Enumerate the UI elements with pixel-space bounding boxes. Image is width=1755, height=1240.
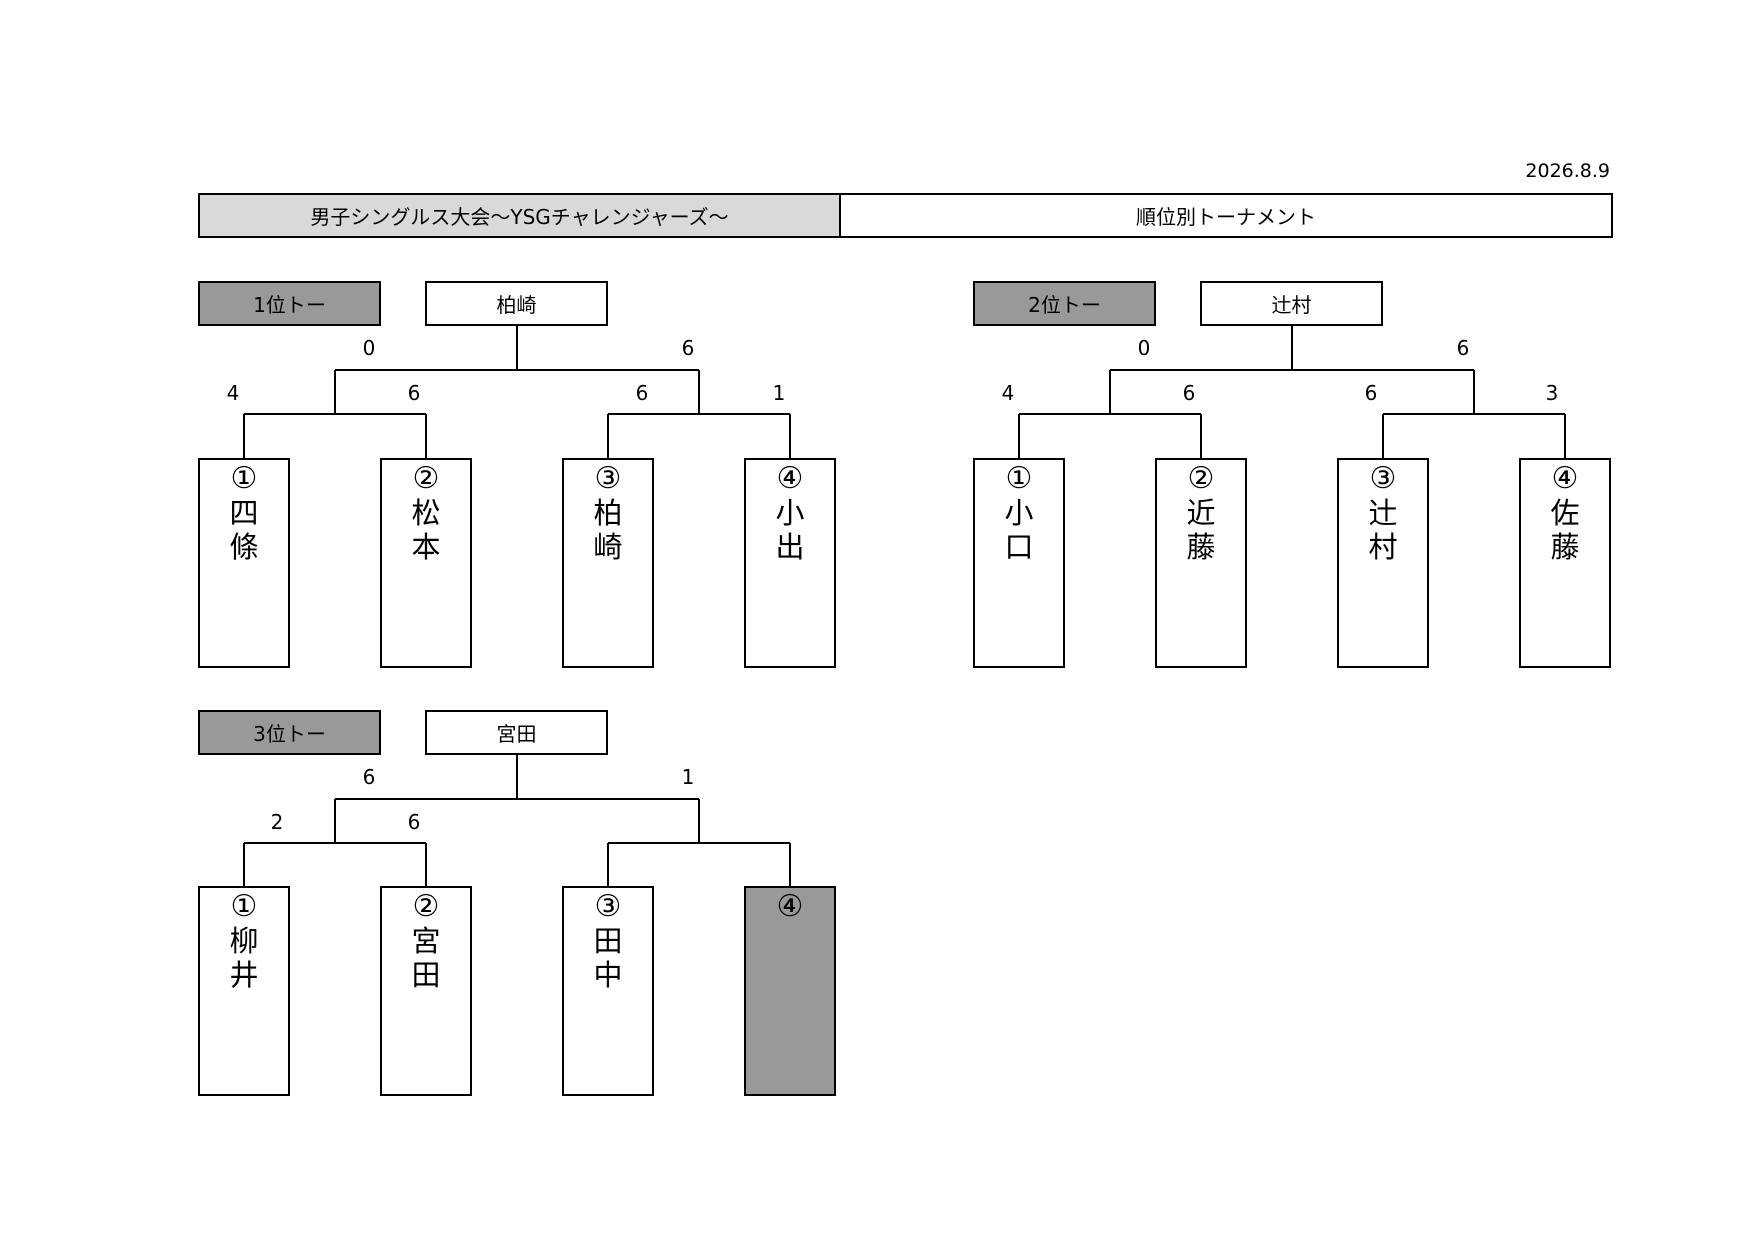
- semi-score: 3: [1545, 381, 1559, 405]
- player-card: ① 柳 井: [198, 886, 290, 1096]
- player-card: ③ 柏 崎: [562, 458, 654, 668]
- semi-score: 6: [407, 810, 421, 834]
- player-card: ② 宮 田: [380, 886, 472, 1096]
- tournament-subtitle: 順位別トーナメント: [1136, 205, 1316, 229]
- player-card: ② 松 本: [380, 458, 472, 668]
- player-name-char: 出: [775, 530, 805, 564]
- semi-score: 1: [772, 381, 786, 405]
- player-name-char: 崎: [593, 530, 623, 564]
- player-card: ④ 佐 藤: [1519, 458, 1611, 668]
- player-name-char: 辻: [1368, 496, 1398, 530]
- semi-score: 4: [1001, 381, 1015, 405]
- player-name-char: 四: [229, 496, 259, 530]
- player-card: ④ 小 出: [744, 458, 836, 668]
- player-name-char: 田: [593, 924, 623, 958]
- seed-number: ②: [412, 889, 440, 924]
- semi-score: 6: [635, 381, 649, 405]
- player-name-char: 本: [411, 530, 441, 564]
- seed-number: ④: [776, 889, 804, 924]
- player-name-char: 近: [1186, 496, 1216, 530]
- seed-number: ①: [230, 461, 258, 496]
- title-bar: 男子シングルス大会～YSGチャレンジャーズ～ 順位別トーナメント: [198, 193, 1613, 238]
- final-score: 6: [1456, 336, 1470, 360]
- player-name-char: 柏: [593, 496, 623, 530]
- bracket-label: 2位トー: [973, 281, 1156, 326]
- seed-number: ④: [1551, 461, 1579, 496]
- player-name-char: 柳: [229, 924, 259, 958]
- player-name-char: 小: [1004, 496, 1034, 530]
- bracket-winner: 宮田: [425, 710, 608, 755]
- bracket-winner: 柏崎: [425, 281, 608, 326]
- semi-score: 6: [1182, 381, 1196, 405]
- seed-number: ②: [412, 461, 440, 496]
- player-card: ③ 辻 村: [1337, 458, 1429, 668]
- seed-number: ③: [1369, 461, 1397, 496]
- player-name-char: 松: [411, 496, 441, 530]
- semi-score: 6: [1364, 381, 1378, 405]
- final-score: 6: [362, 765, 376, 789]
- player-name-char: 中: [593, 958, 623, 992]
- bracket-label: 1位トー: [198, 281, 381, 326]
- player-name-char: 田: [411, 958, 441, 992]
- player-card: ① 四 條: [198, 458, 290, 668]
- player-name-char: 小: [775, 496, 805, 530]
- semi-score: 2: [270, 810, 284, 834]
- player-name-char: 佐: [1550, 496, 1580, 530]
- player-name-char: 條: [229, 530, 259, 564]
- player-name-char: 口: [1004, 530, 1034, 564]
- semi-score: 6: [407, 381, 421, 405]
- final-score: 0: [362, 336, 376, 360]
- player-name-char: 藤: [1550, 530, 1580, 564]
- player-card: ③ 田 中: [562, 886, 654, 1096]
- seed-number: ④: [776, 461, 804, 496]
- player-name-char: 村: [1368, 530, 1398, 564]
- player-name-char: 宮: [411, 924, 441, 958]
- seed-number: ③: [594, 889, 622, 924]
- player-name-char: 藤: [1186, 530, 1216, 564]
- seed-number: ①: [230, 889, 258, 924]
- player-name-char: 井: [229, 958, 259, 992]
- final-score: 0: [1137, 336, 1151, 360]
- player-card: ① 小 口: [973, 458, 1065, 668]
- player-card: ② 近 藤: [1155, 458, 1247, 668]
- final-score: 1: [681, 765, 695, 789]
- bracket-winner: 辻村: [1200, 281, 1383, 326]
- seed-number: ③: [594, 461, 622, 496]
- seed-number: ①: [1005, 461, 1033, 496]
- final-score: 6: [681, 336, 695, 360]
- bracket-label: 3位トー: [198, 710, 381, 755]
- semi-score: 4: [226, 381, 240, 405]
- event-title: 男子シングルス大会～YSGチャレンジャーズ～: [200, 195, 841, 236]
- seed-number: ②: [1187, 461, 1215, 496]
- document-date: 2026.8.9: [1525, 160, 1610, 182]
- player-card-bye: ④: [744, 886, 836, 1096]
